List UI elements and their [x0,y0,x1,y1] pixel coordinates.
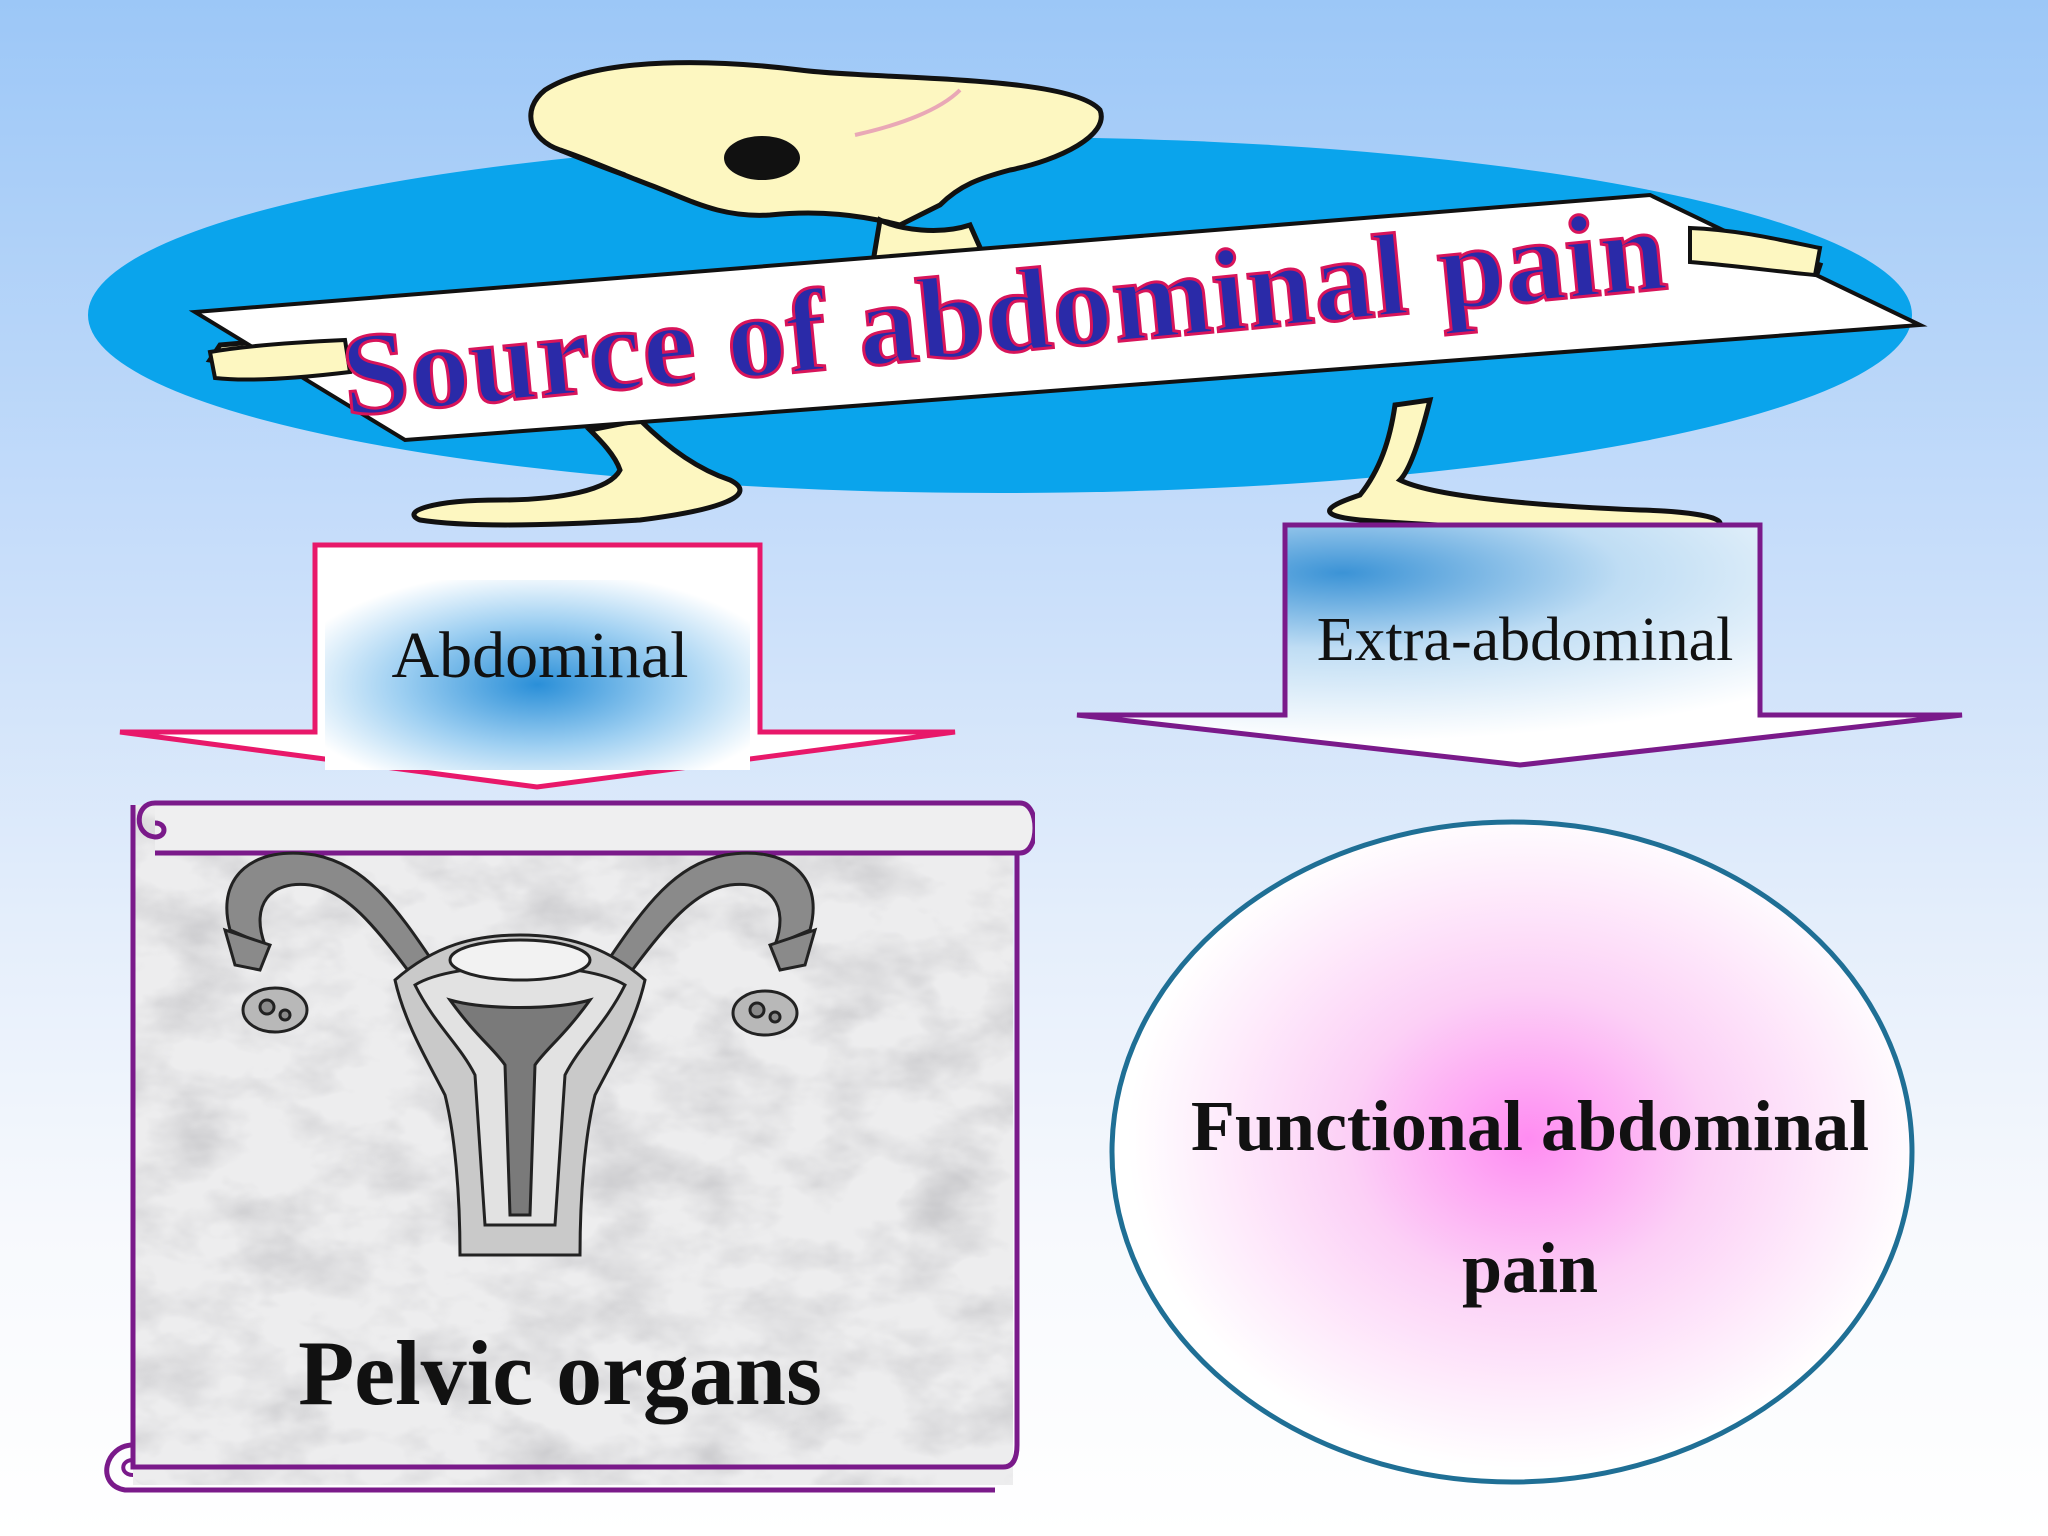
abdominal-arrow [119,542,956,790]
abdominal-label: Abdominal [391,619,689,692]
uterus-illustration-icon [222,851,818,1257]
functional-pain-label: Functional abdominal pain [1190,1086,1870,1308]
pelvic-organs-label: Pelvic organs [298,1322,822,1424]
pelvic-scroll [104,800,1035,1493]
extra-abdominal-arrow [1076,522,1963,768]
title-graphic: Source of abdominal pain [88,60,1928,534]
title-banner [188,192,1928,443]
alien-eye [724,136,800,180]
extra-abdominal-label: Extra-abdominal [1316,606,1734,674]
functional-pain-oval [1109,819,1915,1485]
